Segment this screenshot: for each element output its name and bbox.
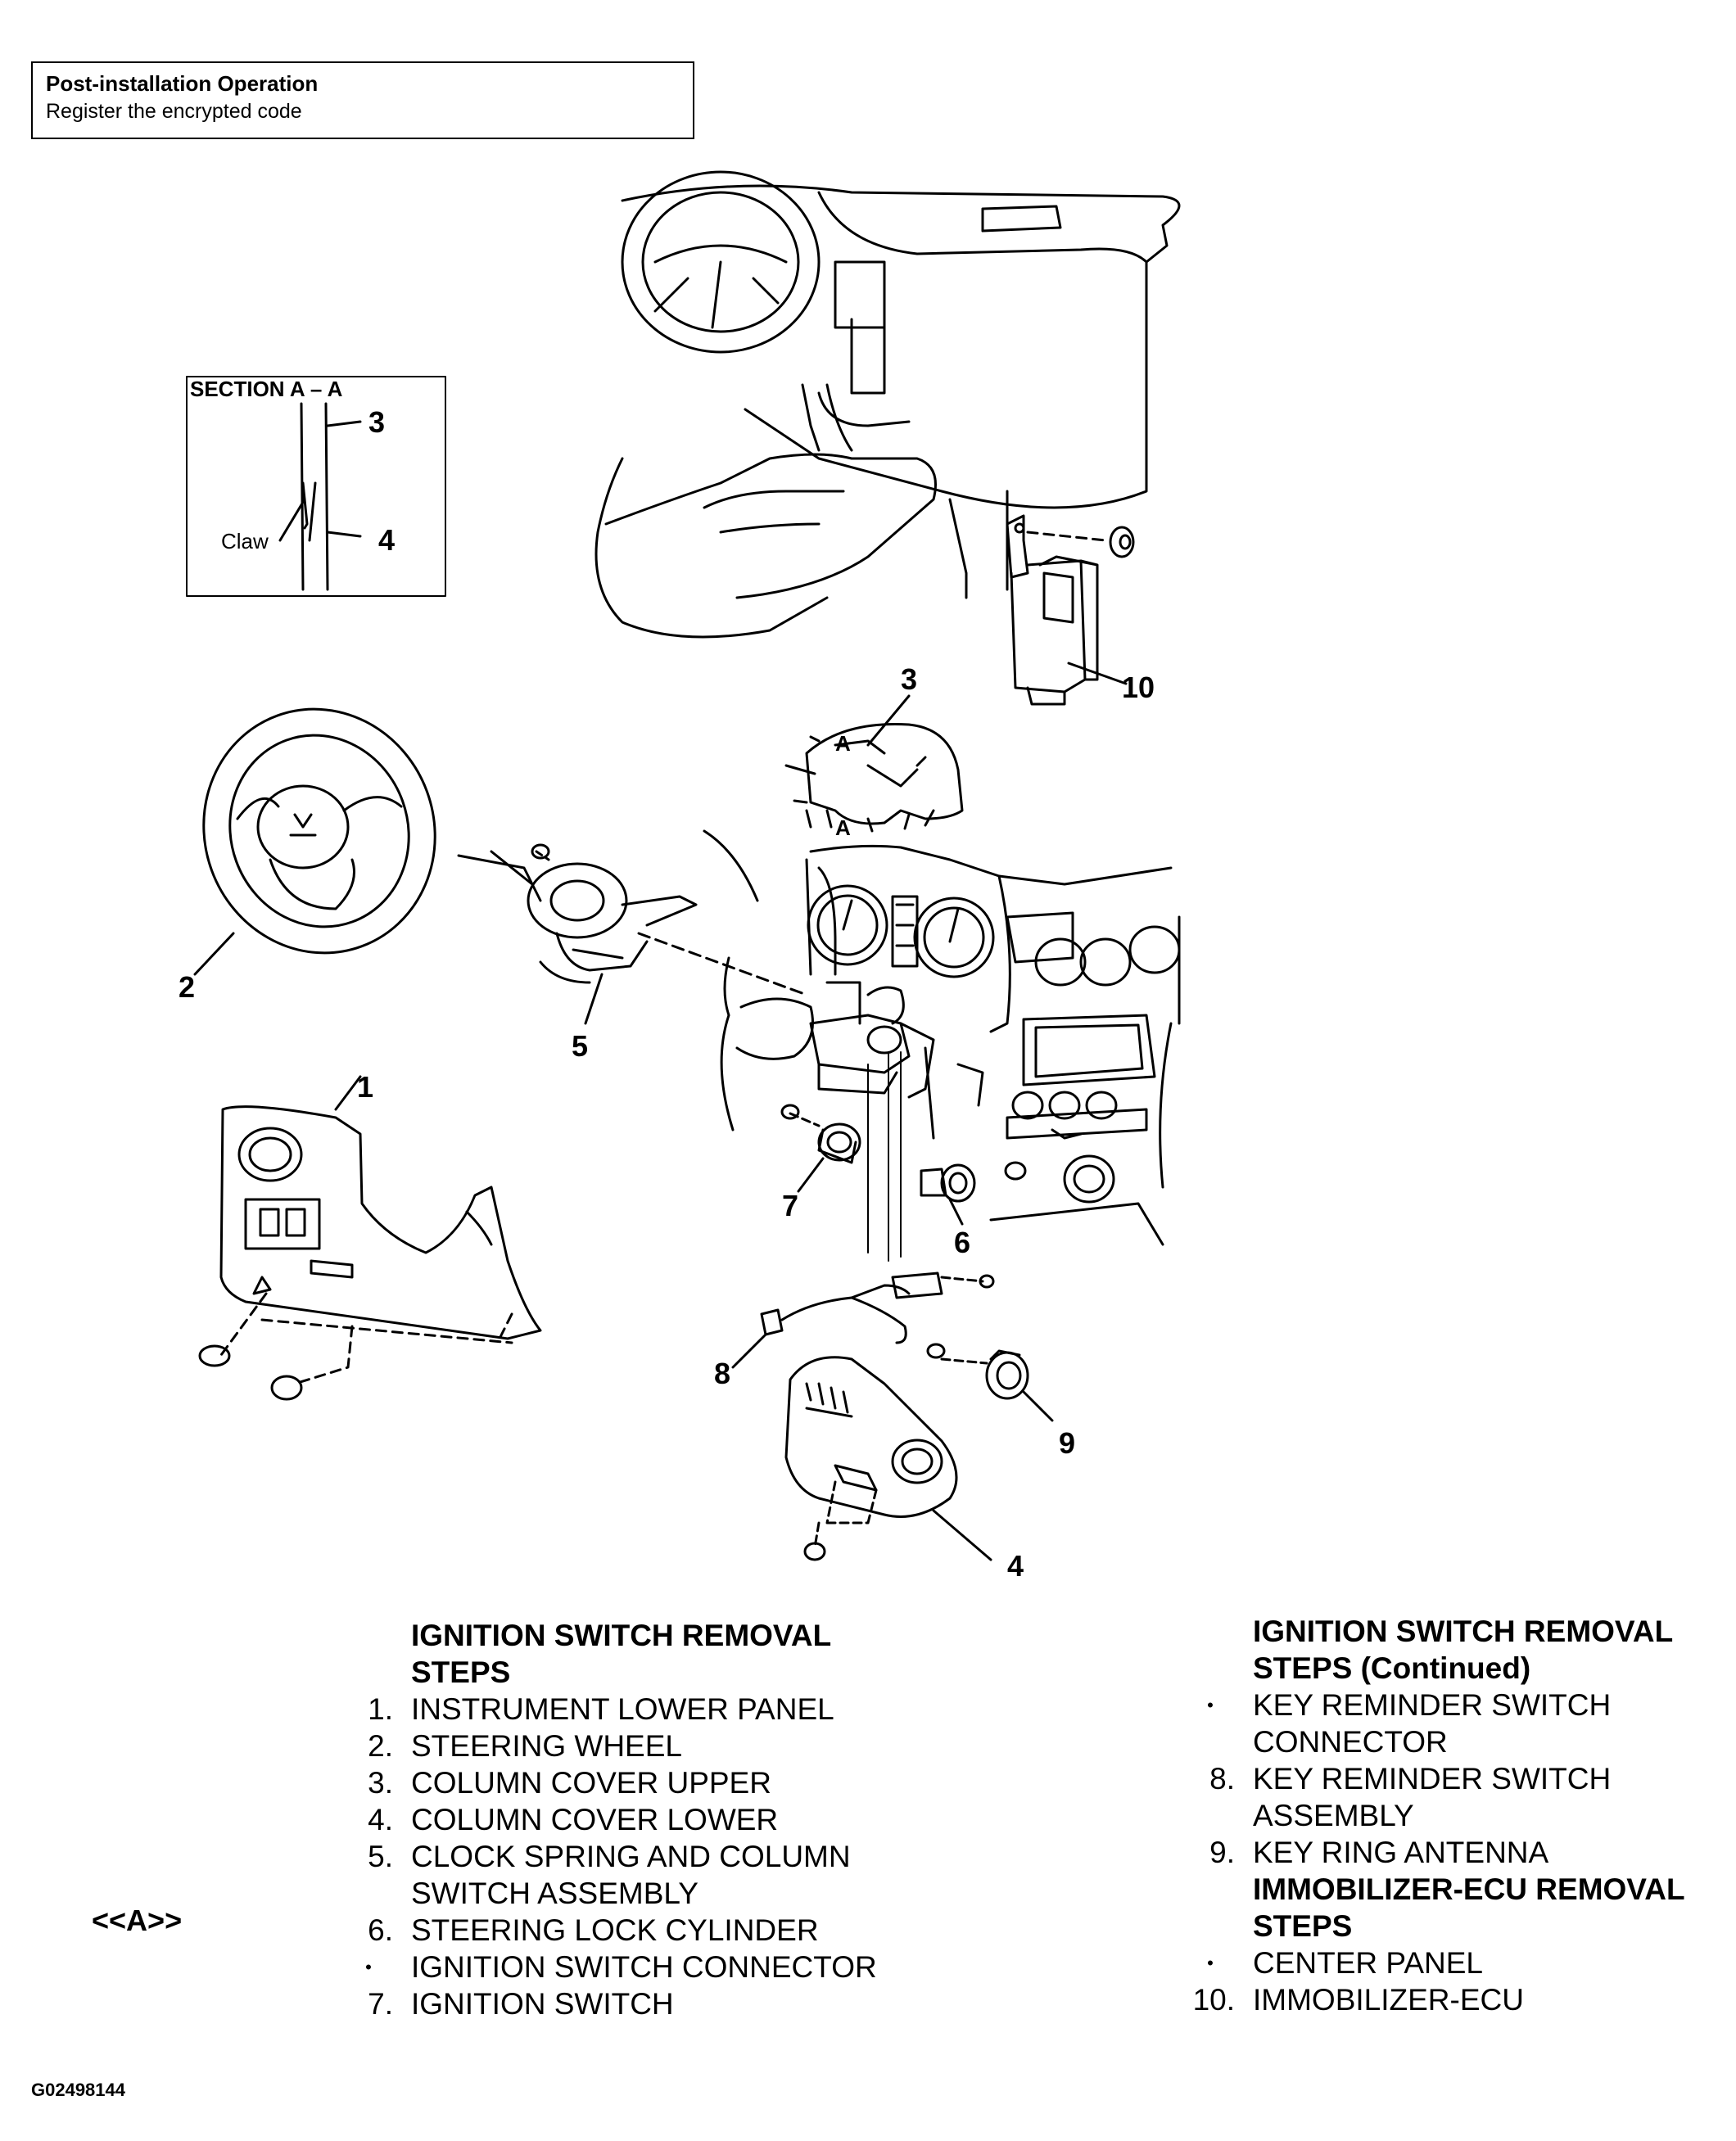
figure-id: G02498144 (31, 2080, 125, 2100)
list-item: • CENTER PANEL (1186, 1945, 1685, 1981)
list-item: 2. STEERING WHEEL (344, 1728, 877, 1764)
callout-1: 1 (357, 1070, 373, 1104)
list-item-text: CENTER PANEL (1253, 1946, 1483, 1980)
list-item: 6. STEERING LOCK CYLINDER (344, 1912, 877, 1949)
claw-label: Claw (221, 529, 269, 553)
ignition-switch-parts (780, 1051, 976, 1262)
callout-5: 5 (572, 1029, 588, 1063)
list-heading: STEPS (1253, 1909, 1353, 1943)
list-item: • IGNITION SWITCH CONNECTOR (344, 1949, 877, 1985)
section-arrow-a-bottom: A (835, 815, 851, 840)
instrument-lower-panel-part (198, 1075, 542, 1401)
list-item: 3. COLUMN COVER UPPER (344, 1764, 877, 1801)
list-heading: IGNITION SWITCH REMOVAL (1253, 1615, 1674, 1648)
list-item-number: 6. (368, 1913, 393, 1947)
note-tag-a: <<A>> (92, 1904, 183, 1937)
list-item: 8. KEY REMINDER SWITCH (1186, 1760, 1685, 1797)
list-item-number: 9. (1209, 1836, 1235, 1869)
list-item-text: STEERING WHEEL (411, 1729, 682, 1763)
list-item-number: • (365, 1957, 372, 1977)
callout-4: 4 (1007, 1549, 1024, 1583)
list-item-number: 7. (368, 1987, 393, 2021)
key-reminder-switch-part (731, 1272, 995, 1369)
list-heading: IGNITION SWITCH REMOVAL (411, 1619, 832, 1652)
ecu-nut (1109, 526, 1135, 558)
list-item: SWITCH ASSEMBLY (344, 1875, 877, 1912)
callout-10: 10 (1122, 671, 1155, 704)
dashboard-overview (594, 170, 1181, 639)
section-title: SECTION A – A (190, 377, 343, 401)
list-item-number: 8. (1209, 1762, 1235, 1795)
list-item: 1. INSTRUMENT LOWER PANEL (344, 1691, 877, 1728)
list-item-number: 10. (1192, 1983, 1235, 2017)
list-item-number: 2. (368, 1729, 393, 1763)
list-item: 4. COLUMN COVER LOWER (344, 1801, 877, 1838)
list-item-text: KEY REMINDER SWITCH (1253, 1762, 1612, 1795)
column-cover-lower-part (784, 1356, 992, 1561)
list-item: 5. CLOCK SPRING AND COLUMN (344, 1838, 877, 1875)
callout-8: 8 (714, 1357, 730, 1390)
callout-3: 3 (901, 662, 917, 696)
list-item-text: ASSEMBLY (1253, 1799, 1414, 1832)
list-item-number: 3. (368, 1766, 393, 1800)
exploded-diagram: SECTION A – A 3 Claw 4 10 3 A A 2 5 1 7 … (179, 170, 1181, 1583)
list-item: • KEY REMINDER SWITCH (1186, 1687, 1685, 1723)
list-item-number (344, 1875, 393, 1912)
list-item-text: CLOCK SPRING AND COLUMN (411, 1840, 851, 1873)
removal-steps-list: IGNITION SWITCH REMOVAL STEPS 1. INSTRUME… (344, 1617, 877, 2022)
section-a-a-box (186, 376, 446, 597)
column-cover-upper-part (784, 694, 964, 833)
note-subtitle: Register the encrypted code (46, 100, 302, 123)
list-item-text: SWITCH ASSEMBLY (411, 1877, 698, 1910)
list-item: 9. KEY RING ANTENNA (1186, 1834, 1685, 1871)
list-item: CONNECTOR (1186, 1723, 1685, 1760)
list-item-text: KEY RING ANTENNA (1253, 1836, 1549, 1869)
immobilizer-ecu-part (1006, 514, 1135, 706)
list-item-number (1186, 1723, 1235, 1760)
list-item: 10. IMMOBILIZER-ECU (1186, 1981, 1685, 2018)
list-item: ASSEMBLY (1186, 1797, 1685, 1834)
list-item-number: 4. (368, 1803, 393, 1836)
list-item-text: COLUMN COVER UPPER (411, 1766, 771, 1800)
callout-7: 7 (782, 1189, 798, 1222)
list-item-text: STEERING LOCK CYLINDER (411, 1913, 819, 1947)
steering-wheel-part (193, 707, 436, 976)
list-item-text: CONNECTOR (1253, 1725, 1448, 1759)
list-heading: STEPS (411, 1655, 511, 1689)
list-item-text: COLUMN COVER LOWER (411, 1803, 779, 1836)
instrument-cluster-dash (703, 829, 1181, 1246)
list-heading: IMMOBILIZER-ECU REMOVAL (1253, 1872, 1685, 1906)
section-callout-3: 3 (368, 405, 385, 439)
clock-spring-part (457, 843, 808, 1025)
list-item-number: • (1207, 1695, 1214, 1715)
list-item-number (1186, 1797, 1235, 1834)
list-item-text: IMMOBILIZER-ECU (1253, 1983, 1524, 2017)
key-ring-antenna-part (926, 1343, 1054, 1422)
section-arrow-a-top: A (835, 731, 851, 756)
list-item-text: INSTRUMENT LOWER PANEL (411, 1692, 834, 1726)
removal-steps-continued-list: IGNITION SWITCH REMOVAL STEPS (Continued… (1186, 1613, 1685, 2018)
callout-2: 2 (179, 970, 195, 1004)
list-item-number: 1. (368, 1692, 393, 1726)
list-item: 7. IGNITION SWITCH (344, 1985, 877, 2022)
callout-9: 9 (1059, 1426, 1075, 1460)
list-item-text: IGNITION SWITCH (411, 1987, 674, 2021)
list-item-number: 5. (368, 1840, 393, 1873)
list-item-text: KEY REMINDER SWITCH (1253, 1688, 1612, 1722)
post-installation-note: Post-installation Operation Register the… (31, 61, 694, 139)
callout-6: 6 (954, 1226, 970, 1259)
list-item-text: IGNITION SWITCH CONNECTOR (411, 1950, 877, 1984)
section-callout-4: 4 (378, 523, 395, 557)
list-item-number: • (1207, 1953, 1214, 1973)
list-heading: STEPS (Continued) (1253, 1651, 1531, 1685)
overview-steering-wheel (621, 170, 821, 354)
note-title: Post-installation Operation (46, 71, 319, 96)
